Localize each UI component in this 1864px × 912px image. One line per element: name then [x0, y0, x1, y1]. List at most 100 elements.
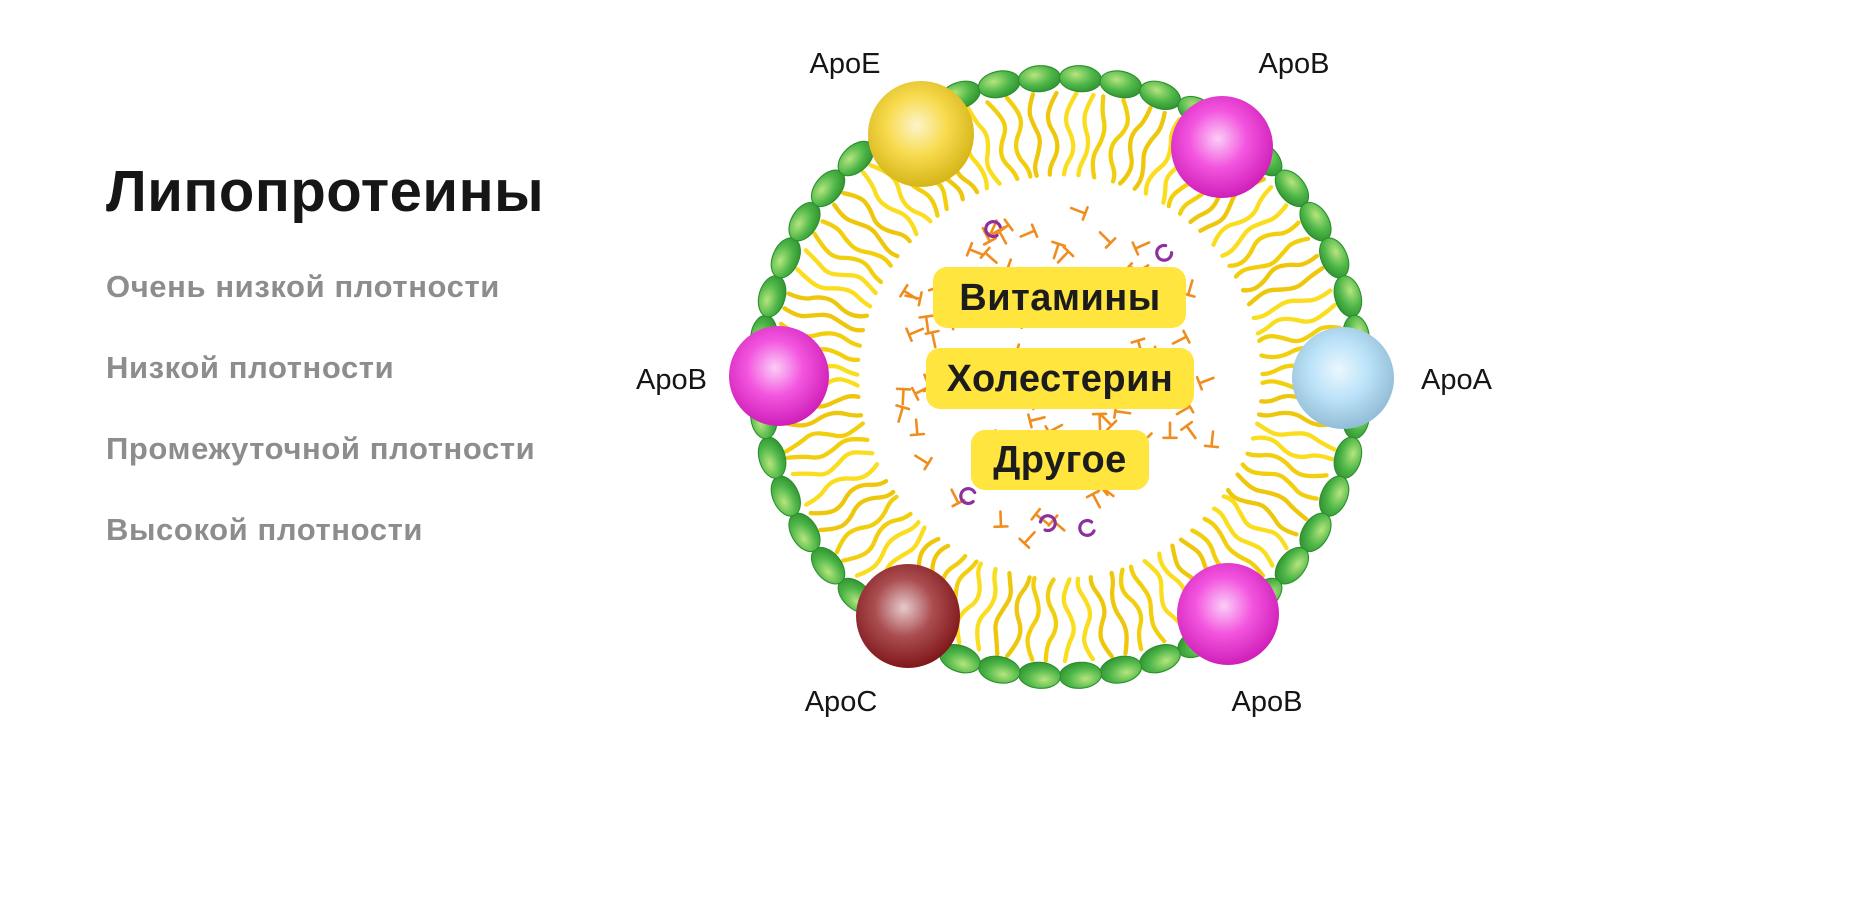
lipid-tail [808, 478, 889, 516]
apolipoprotein-spheres [729, 81, 1394, 668]
pill-other-label: Другое [993, 439, 1127, 481]
lipid-tail [1246, 266, 1325, 307]
lipid-tail [1076, 92, 1096, 178]
protein-sphere-apoc [856, 564, 960, 668]
lipid-tail [1142, 558, 1189, 634]
lipid-head [1058, 65, 1102, 93]
protein-label-apob: ApoB [636, 364, 707, 396]
protein-label-apob: ApoB [1259, 48, 1330, 80]
cholesteryl-c-mark [959, 487, 977, 505]
lipid-tail [1221, 494, 1289, 551]
triglyceride-mark [1180, 420, 1197, 440]
triglyceride-mark [1085, 489, 1102, 509]
cholesteryl-c-mark [1038, 514, 1057, 533]
lipid-tail [1256, 410, 1343, 428]
lipid-tail [854, 519, 921, 578]
triglyceride-mark [979, 246, 998, 264]
protein-label-apoa: ApoA [1421, 364, 1493, 396]
lipid-tail [834, 494, 899, 555]
lipid-tail [820, 219, 893, 268]
lipid-tail [1250, 435, 1335, 462]
triglyceride-mark [1099, 413, 1118, 432]
lipid-tail [1043, 577, 1059, 663]
triglyceride-mark [895, 387, 912, 406]
lipid-tail [1061, 91, 1079, 177]
lipid-tail [1118, 567, 1144, 652]
lipid-tail [1025, 575, 1041, 662]
triglyceride-mark [904, 291, 923, 307]
lipid-tail [818, 489, 896, 533]
lipid-tail [803, 248, 878, 296]
triglyceride-mark [993, 510, 1009, 529]
lipid-head [1139, 80, 1181, 110]
triglyceride-mark [1056, 245, 1075, 264]
triglyceride-mark [1131, 241, 1151, 256]
triglyceride-mark [918, 314, 934, 333]
lipid-tail [1004, 95, 1033, 179]
lipid-head [757, 275, 787, 318]
triglyceride-mark [1019, 223, 1039, 238]
lipid-tail [783, 421, 865, 454]
lipid-tail [1255, 421, 1337, 452]
lipid-tail [804, 462, 880, 507]
lipid-head [757, 436, 787, 479]
lipid-tail [1225, 487, 1299, 537]
lipid-tail [790, 450, 875, 477]
protein-label-apob: ApoB [1232, 686, 1303, 718]
lipid-head [1058, 661, 1102, 689]
triglyceride-mark [914, 454, 933, 471]
lipid-tail [1227, 220, 1301, 269]
cholesteryl-c-mark [1155, 243, 1174, 262]
list-item-ldl: Низкой плотности [106, 350, 395, 385]
pill-vitamins [933, 267, 1186, 328]
lipid-tail [1109, 570, 1129, 656]
protein-sphere-apob [729, 326, 829, 426]
protein-sphere-apoe [868, 81, 974, 187]
lipid-tail [786, 291, 870, 319]
page-title: Липопротеины [106, 159, 545, 224]
lipid-head [1333, 275, 1363, 318]
lipid-tail [785, 437, 870, 460]
protein-label-apoc: ApoC [805, 686, 878, 718]
lipid-head [1333, 436, 1363, 479]
lipid-head [1139, 644, 1181, 674]
lipid-tail [1004, 575, 1032, 659]
triglyceride-mark [1162, 421, 1178, 440]
list-item-idl: Промежуточной плотности [106, 431, 536, 466]
triglyceride-mark [924, 329, 940, 349]
lipid-tail [832, 202, 900, 259]
lipid-tail [1132, 110, 1167, 191]
lipid-tail [1220, 203, 1289, 258]
triglyceride-mark [1098, 231, 1117, 249]
lipid-tail [860, 170, 919, 237]
lipid-tail [1211, 506, 1275, 568]
triglyceride-mark [909, 418, 926, 437]
lipid-tail [777, 410, 864, 428]
lipid-tail [1108, 97, 1130, 184]
triglyceride-mark [905, 327, 925, 343]
protein-label-apoe: ApoE [810, 48, 881, 80]
lipid-tail [1090, 94, 1107, 180]
triglyceride-mark [1195, 375, 1215, 391]
lipid-tail [1245, 451, 1329, 479]
triglyceride-mark [899, 283, 918, 301]
triglyceride-mark [991, 225, 1008, 245]
triglyceride-mark [1203, 430, 1220, 449]
lipid-tail [1128, 564, 1167, 644]
triglyceride-mark [895, 404, 911, 423]
lipid-tail [812, 231, 884, 285]
lipid-tail [782, 306, 866, 333]
lipid-tail [841, 190, 912, 244]
lipid-head [977, 655, 1021, 684]
lipid-head [1018, 661, 1062, 689]
core-labels: Витамины Холестерин Другое [926, 267, 1194, 490]
lipid-tail [1117, 105, 1153, 186]
cholesteryl-c-mark [984, 220, 1002, 239]
lipid-tail [1045, 90, 1060, 177]
triglyceride-mark [965, 241, 985, 257]
triglyceride-mark [1091, 412, 1108, 431]
pill-other [971, 430, 1149, 490]
lipid-tail [1202, 516, 1266, 578]
